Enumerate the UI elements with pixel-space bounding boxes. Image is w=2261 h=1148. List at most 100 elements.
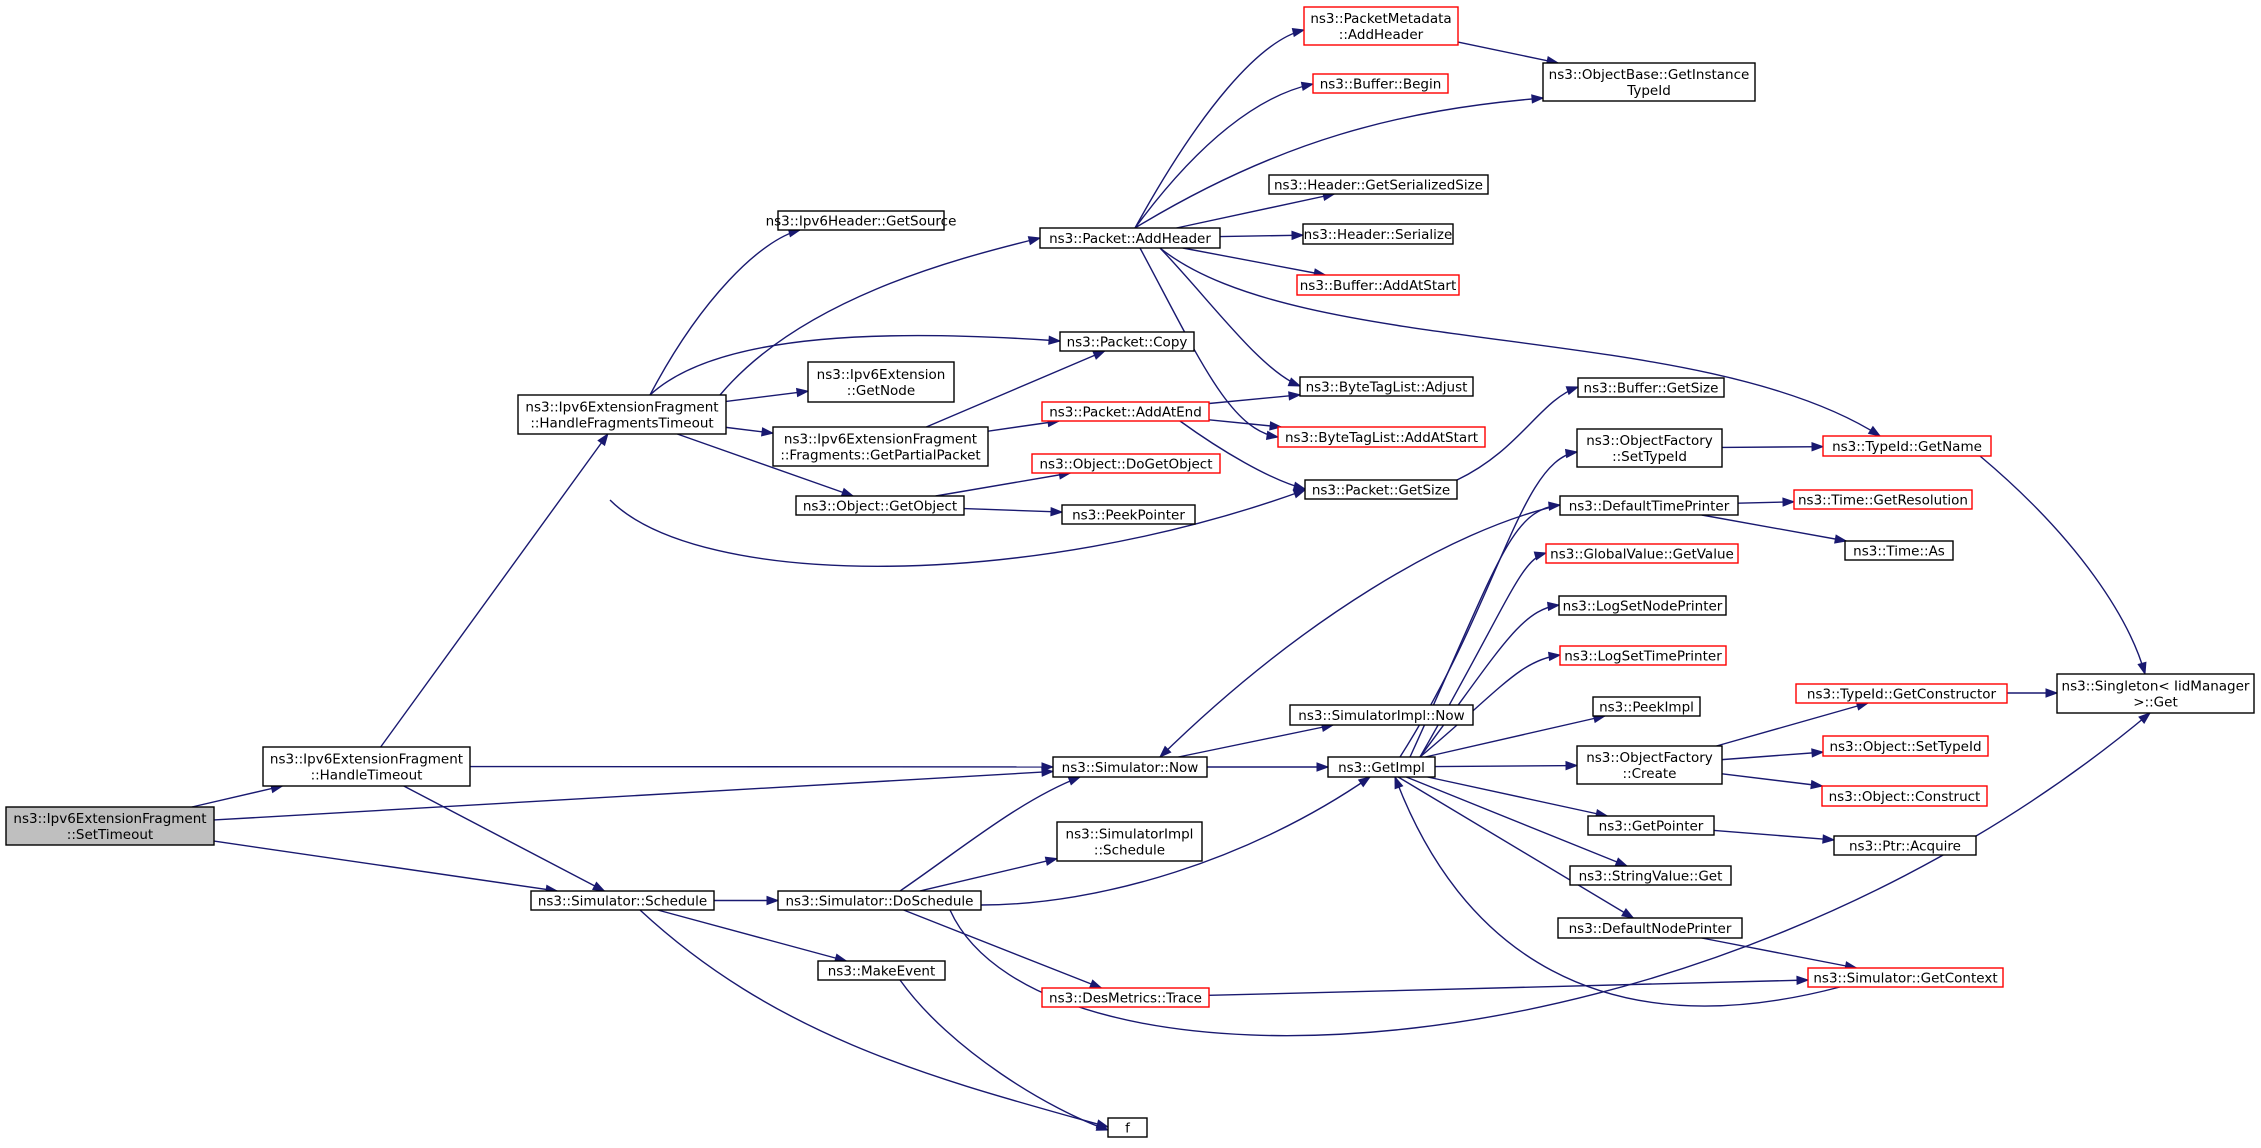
node-obj_dogetobject[interactable]: ns3::Object::DoGetObject xyxy=(1031,453,1221,474)
node-buf_begin[interactable]: ns3::Buffer::Begin xyxy=(1312,73,1449,94)
node-addheader[interactable]: ns3::Packet::AddHeader xyxy=(1039,227,1221,249)
node-box xyxy=(1576,745,1723,785)
edge-sim_getcontext-to-getimpl xyxy=(1394,776,1841,1007)
arrowhead-sim_schedule-to-doschedule xyxy=(766,895,780,906)
node-label: ::AddHeader xyxy=(1339,27,1424,43)
node-getsource[interactable]: ns3::Ipv6Header::GetSource xyxy=(766,210,957,231)
node-f[interactable]: f xyxy=(1107,1117,1148,1138)
arrowhead-addheader-to-hdr_serialize xyxy=(1291,230,1305,241)
node-label: ns3::SimulatorImpl::Now xyxy=(1298,708,1464,724)
node-getobject[interactable]: ns3::Object::GetObject xyxy=(795,495,965,516)
node-logsettimeprinter[interactable]: ns3::LogSetTimePrinter xyxy=(1559,645,1727,666)
node-label: ns3::StringValue::Get xyxy=(1579,869,1723,885)
node-typeid_getconstructor[interactable]: ns3::TypeId::GetConstructor xyxy=(1795,683,2008,704)
node-btl_addatstart[interactable]: ns3::ByteTagList::AddAtStart xyxy=(1277,426,1486,448)
node-handletimeout[interactable]: ns3::Ipv6ExtensionFragment::HandleTimeou… xyxy=(262,746,471,787)
node-defaultnodeprinter[interactable]: ns3::DefaultNodePrinter xyxy=(1557,917,1743,939)
node-logsetnodeprinter[interactable]: ns3::LogSetNodePrinter xyxy=(1558,595,1727,616)
node-ext_getnode[interactable]: ns3::Ipv6Extension::GetNode xyxy=(807,361,955,403)
edge-of_create-to-obj_settypeid xyxy=(1721,751,1824,761)
node-obj_settypeid[interactable]: ns3::Object::SetTypeId xyxy=(1822,735,1989,757)
edge-getimpl-to-defaulttimeprinter xyxy=(1409,504,1561,758)
node-label: ns3::Ipv6ExtensionFragment xyxy=(13,811,206,827)
node-box xyxy=(1807,967,2004,988)
node-makeevent[interactable]: ns3::MakeEvent xyxy=(817,960,946,981)
node-label: ::SetTypeId xyxy=(1612,449,1687,465)
arrowhead-getpointer-to-ptr_acquire xyxy=(1822,834,1836,844)
edge-doschedule-to-sim_now xyxy=(899,776,1081,892)
arrowhead-pkt_addatend-to-btl_adjust xyxy=(1288,391,1302,401)
edges-layer xyxy=(191,27,2152,1131)
node-obj_construct[interactable]: ns3::Object::Construct xyxy=(1821,785,1988,807)
node-ptr_acquire[interactable]: ns3::Ptr::Acquire xyxy=(1833,835,1977,856)
node-peekimpl[interactable]: ns3::PeekImpl xyxy=(1592,696,1701,717)
edge-makeevent-to-f xyxy=(899,979,1109,1131)
node-singleton_get[interactable]: ns3::Singleton< IidManager >::Get xyxy=(2056,673,2255,714)
node-getpartial[interactable]: ns3::Ipv6ExtensionFragment::Fragments::G… xyxy=(772,426,989,467)
node-doschedule[interactable]: ns3::Simulator::DoSchedule xyxy=(777,890,982,911)
edge-getimpl-to-gv_getvalue xyxy=(1419,552,1547,758)
edge-addheader-to-typeid_getname xyxy=(1159,247,1881,437)
edge-getpartial-to-pkt_addatend xyxy=(987,420,1060,432)
node-box xyxy=(795,495,965,516)
node-box xyxy=(1312,73,1449,94)
node-simimpl_schedule[interactable]: ns3::SimulatorImpl::Schedule xyxy=(1056,821,1203,862)
node-gv_getvalue[interactable]: ns3::GlobalValue::GetValue xyxy=(1545,543,1739,564)
node-box xyxy=(1795,683,2008,704)
node-typeid_getname[interactable]: ns3::TypeId::GetName xyxy=(1822,435,1992,457)
node-box xyxy=(1052,756,1208,778)
edge-handletimeout-to-handlefragtimeout xyxy=(380,433,609,748)
node-simimpl_now[interactable]: ns3::SimulatorImpl::Now xyxy=(1289,704,1474,726)
node-box xyxy=(1061,504,1196,525)
node-getpointer[interactable]: ns3::GetPointer xyxy=(1587,815,1715,836)
edge-addheader-to-btl_addatstart xyxy=(1139,247,1279,438)
arrowhead-addheader-to-buf_begin xyxy=(1300,81,1315,91)
arrowhead-handlefragtimeout-to-pkt_copy xyxy=(1048,335,1062,345)
node-pkt_addatend[interactable]: ns3::Packet::AddAtEnd xyxy=(1041,401,1210,422)
node-btl_adjust[interactable]: ns3::ByteTagList::Adjust xyxy=(1299,376,1474,397)
arrowhead-getimpl-to-of_create xyxy=(1565,760,1579,771)
node-time_as[interactable]: ns3::Time::As xyxy=(1844,540,1954,561)
edge-doschedule-to-desmetrics_trace xyxy=(903,909,1102,989)
node-box xyxy=(1833,835,1977,856)
node-label: ::Schedule xyxy=(1094,843,1165,859)
edge-defaulttimeprinter-to-time_as xyxy=(1701,514,1847,542)
node-handlefragtimeout[interactable]: ns3::Ipv6ExtensionFragment::HandleFragme… xyxy=(517,394,727,435)
node-label: ns3::Buffer::GetSize xyxy=(1584,381,1719,397)
node-box xyxy=(777,210,945,231)
edge-sim_schedule-to-f xyxy=(639,909,1109,1128)
node-settimeout[interactable]: ns3::Ipv6ExtensionFragment::SetTimeout xyxy=(5,806,215,846)
node-sim_getcontext[interactable]: ns3::Simulator::GetContext xyxy=(1807,967,2004,988)
node-of_create[interactable]: ns3::ObjectFactory::Create xyxy=(1576,745,1723,785)
node-box xyxy=(1822,435,1992,457)
node-pm_addheader[interactable]: ns3::PacketMetadata::AddHeader xyxy=(1303,6,1459,46)
edge-of_create-to-typeid_getconstructor xyxy=(1716,702,1869,747)
node-label: ::GetNode xyxy=(847,383,915,399)
node-sv_get[interactable]: ns3::StringValue::Get xyxy=(1569,865,1732,886)
node-box xyxy=(1289,704,1474,726)
node-hdr_getsersize[interactable]: ns3::Header::GetSerializedSize xyxy=(1268,174,1489,195)
node-hdr_serialize[interactable]: ns3::Header::Serialize xyxy=(1302,223,1454,245)
edge-doschedule-to-singleton_get xyxy=(949,712,2151,1037)
node-pkt_getsize[interactable]: ns3::Packet::GetSize xyxy=(1304,479,1458,500)
node-peekpointer[interactable]: ns3::PeekPointer xyxy=(1061,504,1196,525)
node-defaulttimeprinter[interactable]: ns3::DefaultTimePrinter xyxy=(1559,495,1739,516)
node-label: ns3::Packet::AddAtEnd xyxy=(1049,405,1202,421)
node-getimpl[interactable]: ns3::GetImpl xyxy=(1327,756,1436,778)
node-sim_now[interactable]: ns3::Simulator::Now xyxy=(1052,756,1208,778)
node-desmetrics_trace[interactable]: ns3::DesMetrics::Trace xyxy=(1041,987,1210,1008)
node-box xyxy=(1576,428,1723,468)
node-pkt_copy[interactable]: ns3::Packet::Copy xyxy=(1059,331,1195,352)
node-time_getres[interactable]: ns3::Time::GetResolution xyxy=(1793,489,1973,510)
edge-settimeout-to-handletimeout xyxy=(191,785,283,808)
node-of_settypeid[interactable]: ns3::ObjectFactory::SetTypeId xyxy=(1576,428,1723,468)
edge-settimeout-to-sim_now xyxy=(213,770,1054,821)
node-sim_schedule[interactable]: ns3::Simulator::Schedule xyxy=(530,890,715,911)
node-buf_getsize[interactable]: ns3::Buffer::GetSize xyxy=(1577,377,1725,398)
node-box xyxy=(1577,377,1725,398)
node-buf_addatstart[interactable]: ns3::Buffer::AddAtStart xyxy=(1296,274,1460,296)
edge-handletimeout-to-sim_schedule xyxy=(403,785,605,892)
edge-of_create-to-obj_construct xyxy=(1721,773,1823,787)
node-label: ns3::PacketMetadata xyxy=(1310,11,1451,27)
